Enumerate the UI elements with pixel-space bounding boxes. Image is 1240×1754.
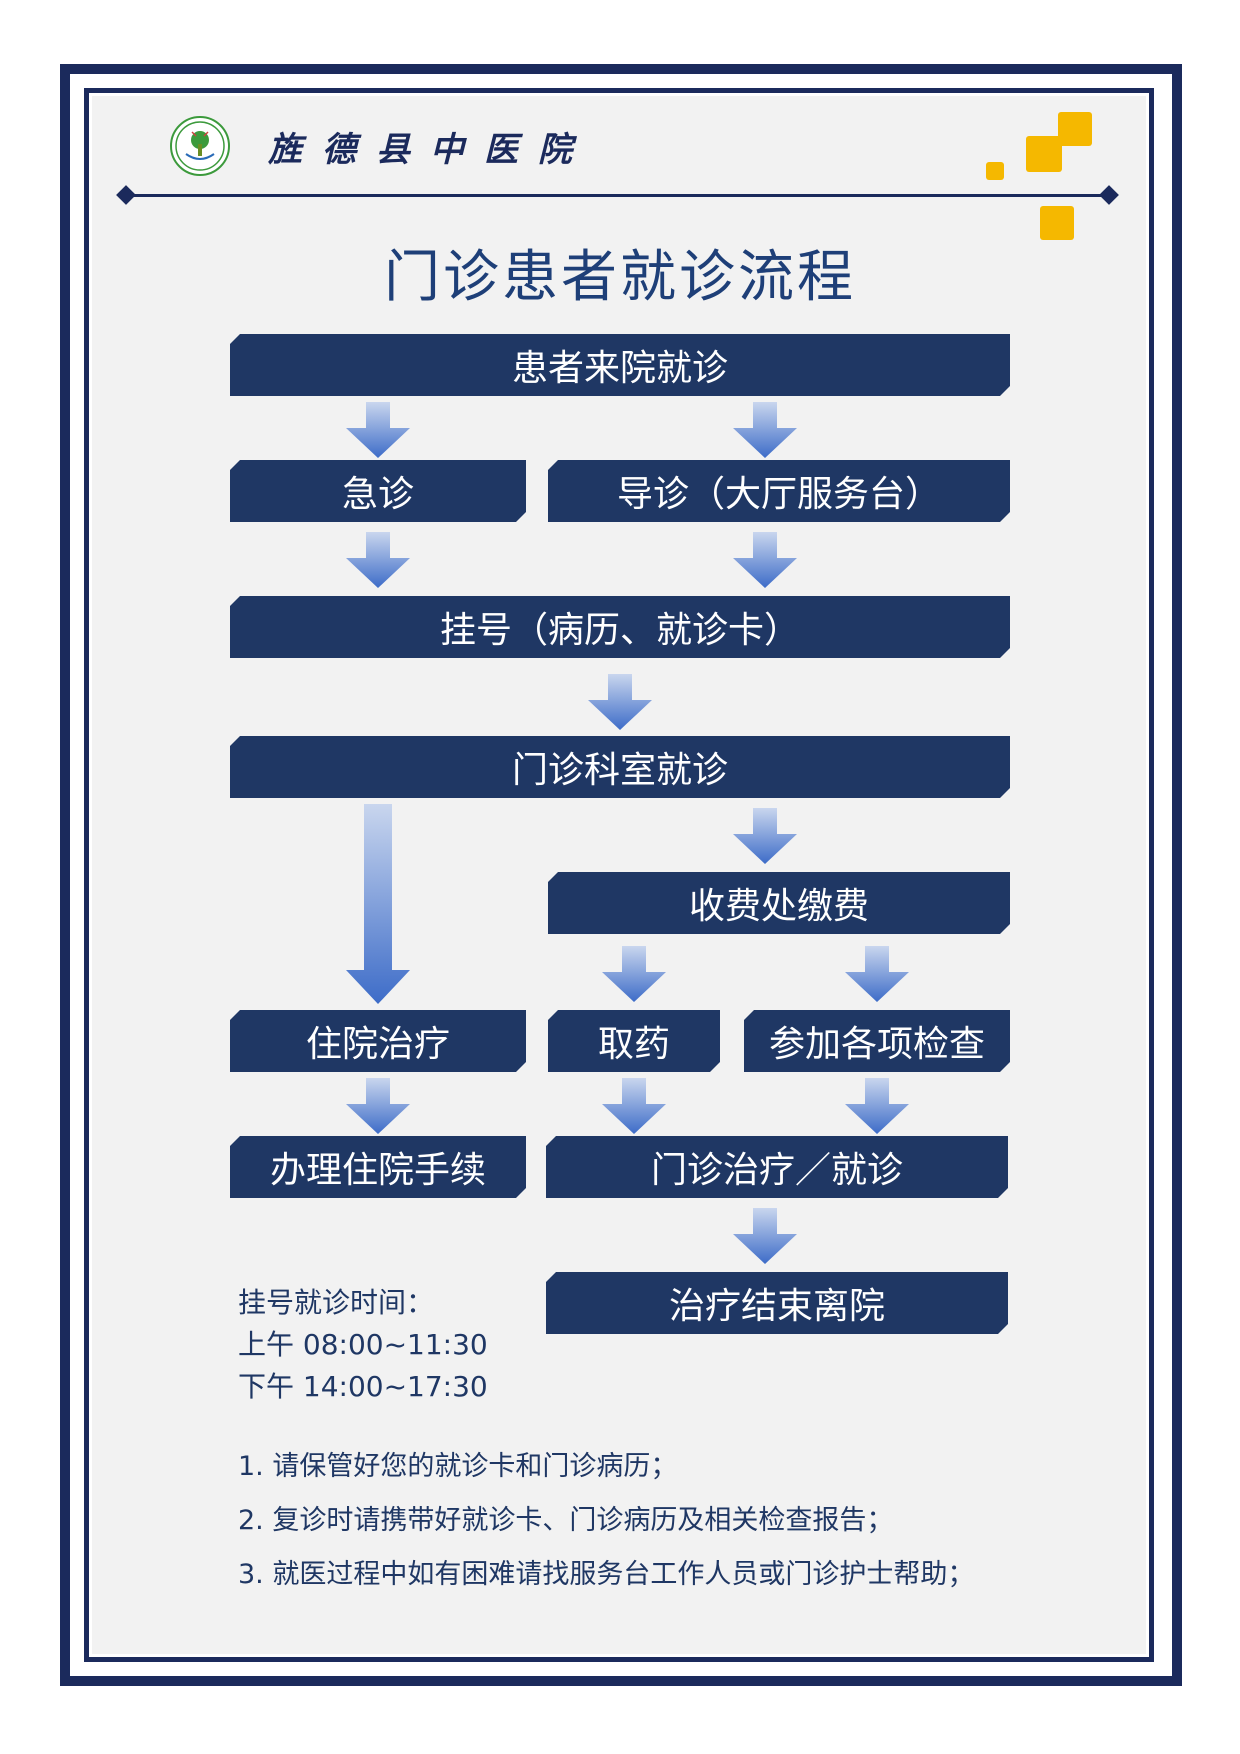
step-discharge: 治疗结束离院 [546, 1272, 1008, 1334]
hospital-logo-emblem-icon [175, 121, 225, 171]
step-pharmacy: 取药 [548, 1010, 720, 1072]
arrow-down-icon [346, 1078, 410, 1134]
arrow-down-icon [588, 674, 652, 730]
decor-square-icon [1058, 112, 1092, 146]
arrow-down-icon [602, 946, 666, 1002]
note-item: 2. 复诊时请携带好就诊卡、门诊病历及相关检查报告； [238, 1505, 894, 1536]
hours-label: 挂号就诊时间： [238, 1286, 435, 1319]
decor-square-small-icon [986, 162, 1004, 180]
step-emergency: 急诊 [230, 460, 526, 522]
arrow-down-icon [845, 1078, 909, 1134]
arrow-down-long-icon [346, 804, 410, 1004]
arrow-down-icon [733, 1208, 797, 1264]
step-department-visit: 门诊科室就诊 [230, 736, 1010, 798]
step-payment: 收费处缴费 [548, 872, 1010, 934]
arrow-down-icon [733, 532, 797, 588]
note-item: 3. 就医过程中如有困难请找服务台工作人员或门诊护士帮助； [238, 1559, 975, 1590]
hours-afternoon: 下午 14:00~17:30 [238, 1370, 488, 1403]
step-register: 挂号（病历、就诊卡） [230, 596, 1010, 658]
header-divider [124, 194, 1110, 197]
arrow-down-icon [346, 402, 410, 458]
step-outpatient-treatment: 门诊治疗／就诊 [546, 1136, 1008, 1198]
arrow-down-icon [733, 808, 797, 864]
decor-square-icon [1040, 206, 1074, 240]
decor-square-icon [1026, 136, 1062, 172]
registration-hours: 挂号就诊时间： 上午 08:00~11:30 下午 14:00~17:30 [238, 1282, 488, 1408]
arrow-down-icon [733, 402, 797, 458]
step-exams: 参加各项检查 [744, 1010, 1010, 1072]
step-arrive: 患者来院就诊 [230, 334, 1010, 396]
arrow-down-icon [602, 1078, 666, 1134]
hospital-name: 旌德县中医院 [268, 130, 592, 170]
notes-list: 1. 请保管好您的就诊卡和门诊病历； 2. 复诊时请携带好就诊卡、门诊病历及相关… [238, 1440, 974, 1602]
step-admission: 办理住院手续 [230, 1136, 526, 1198]
inner-frame-line [84, 88, 1154, 1662]
hours-morning: 上午 08:00~11:30 [238, 1328, 488, 1361]
arrow-down-icon [845, 946, 909, 1002]
arrow-down-icon [346, 532, 410, 588]
hospital-logo [170, 116, 230, 176]
note-item: 1. 请保管好您的就诊卡和门诊病历； [238, 1451, 678, 1482]
page-title: 门诊患者就诊流程 [384, 245, 856, 310]
step-inpatient: 住院治疗 [230, 1010, 526, 1072]
step-guide-desk: 导诊（大厅服务台） [548, 460, 1010, 522]
